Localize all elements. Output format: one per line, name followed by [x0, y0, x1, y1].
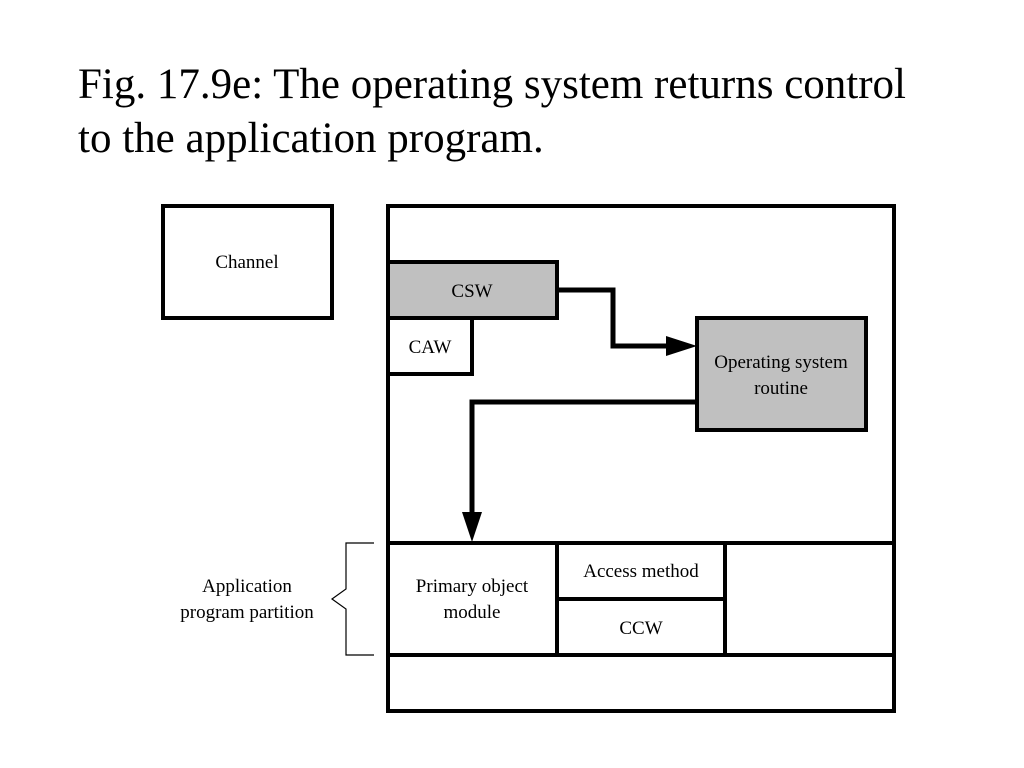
partition-brace-icon: [330, 542, 374, 656]
channel-box: Channel: [161, 204, 334, 320]
arrow-os-to-module: [469, 399, 697, 518]
partition-label-line-1: Application: [202, 576, 292, 597]
caw-label: CAW: [409, 337, 452, 358]
os-routine-line-2: routine: [754, 378, 808, 399]
access-method-label: Access method: [583, 561, 699, 582]
main-storage-box: [386, 204, 896, 713]
csw-box: CSW: [386, 260, 559, 320]
os-routine-box: Operating system routine: [695, 316, 868, 432]
channel-label: Channel: [215, 252, 278, 273]
figure-title: Fig. 17.9e: The operating system returns…: [78, 58, 998, 166]
arrow-head-right-icon: [666, 336, 697, 356]
primary-module-line-1: Primary object: [416, 576, 529, 597]
primary-module-line-2: module: [444, 602, 501, 623]
partition-label-line-2: program partition: [180, 602, 314, 623]
title-line-2: to the application program.: [78, 115, 544, 162]
ccw-label: CCW: [619, 618, 662, 639]
caw-box: CAW: [386, 316, 474, 376]
arrow-head-down-icon: [462, 512, 482, 542]
os-routine-line-1: Operating system: [714, 352, 848, 373]
title-line-1: Fig. 17.9e: The operating system returns…: [78, 61, 907, 108]
arrow-csw-to-os: [557, 287, 676, 349]
csw-label: CSW: [451, 281, 492, 302]
